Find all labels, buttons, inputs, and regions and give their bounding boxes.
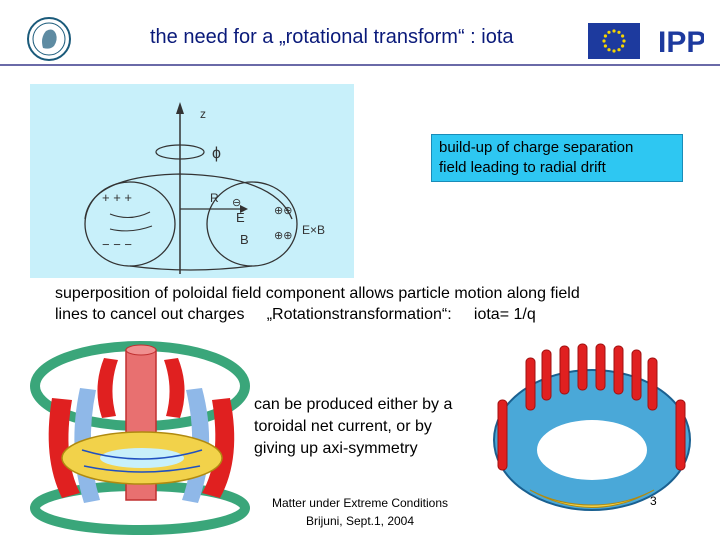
b-label: B [240,232,249,247]
r-label: R [210,191,219,205]
torus-bottom-outline [129,265,253,271]
footer-line-1: Matter under Extreme Conditions [271,496,449,510]
field-lines-left [109,211,153,232]
stellarator-illustration [493,343,691,511]
mpg-logo-icon [27,17,71,61]
callout-line-1: build-up of charge separation [439,139,634,156]
superposition-line-2: lines to cancel out charges „Rotationstr… [55,304,695,325]
page-number: 3 [650,494,657,508]
footer-line-2: Brijuni, Sept.1, 2004 [305,514,415,528]
positive-charges: + + + [102,190,132,205]
exb-label: E×B [302,223,325,237]
note-line-2: toroidal net current, or by [254,418,432,435]
negative-charges: − − − [102,237,132,252]
callout-line-2: field leading to radial drift [439,159,606,176]
modular-coils [497,343,686,471]
note-line-1: can be produced either by a [254,396,453,413]
stellarator-plasma [529,489,655,508]
slide-footer: Matter under Extreme Conditions Brijuni,… [260,494,460,530]
helical-field-line [81,449,203,473]
svg-text:⊖: ⊖ [232,197,241,209]
note-line-3: giving up axi-symmetry [254,440,418,457]
e-label: E [236,210,245,225]
torus-drift-diagram: z ϕ R + + + − − − ⊖ E B E×B ⊕⊕ ⊕⊕ [30,84,354,278]
z-axis-arrow [176,102,184,114]
eu-flag-icon [588,23,640,59]
charge-separation-callout: build-up of charge separation field lead… [431,134,683,182]
svg-text:⊕⊕: ⊕⊕ [274,205,292,217]
ipp-logo-text: IPP [658,26,704,59]
ipp-logo-icon: IPP [656,20,704,60]
tokamak-illustration [30,341,250,535]
superposition-text: superposition of poloidal field componen… [55,283,695,325]
superposition-line-1: superposition of poloidal field componen… [55,285,580,302]
helical-field-note: can be produced either by a toroidal net… [254,394,494,460]
right-cross-section [206,181,298,267]
slide-title: the need for a „rotational transform“ : … [150,26,514,48]
phi-label: ϕ [212,145,221,162]
phi-rotation-arrow [155,144,205,160]
svg-text:⊕⊕: ⊕⊕ [274,230,292,242]
iota-formula: iota= 1/q [473,306,536,323]
superposition-line-2a: lines to cancel out charges [55,306,245,323]
z-label: z [200,107,206,121]
rotationstransformation-label: „Rotationstransformation“: [266,306,452,323]
title-divider [0,64,720,66]
